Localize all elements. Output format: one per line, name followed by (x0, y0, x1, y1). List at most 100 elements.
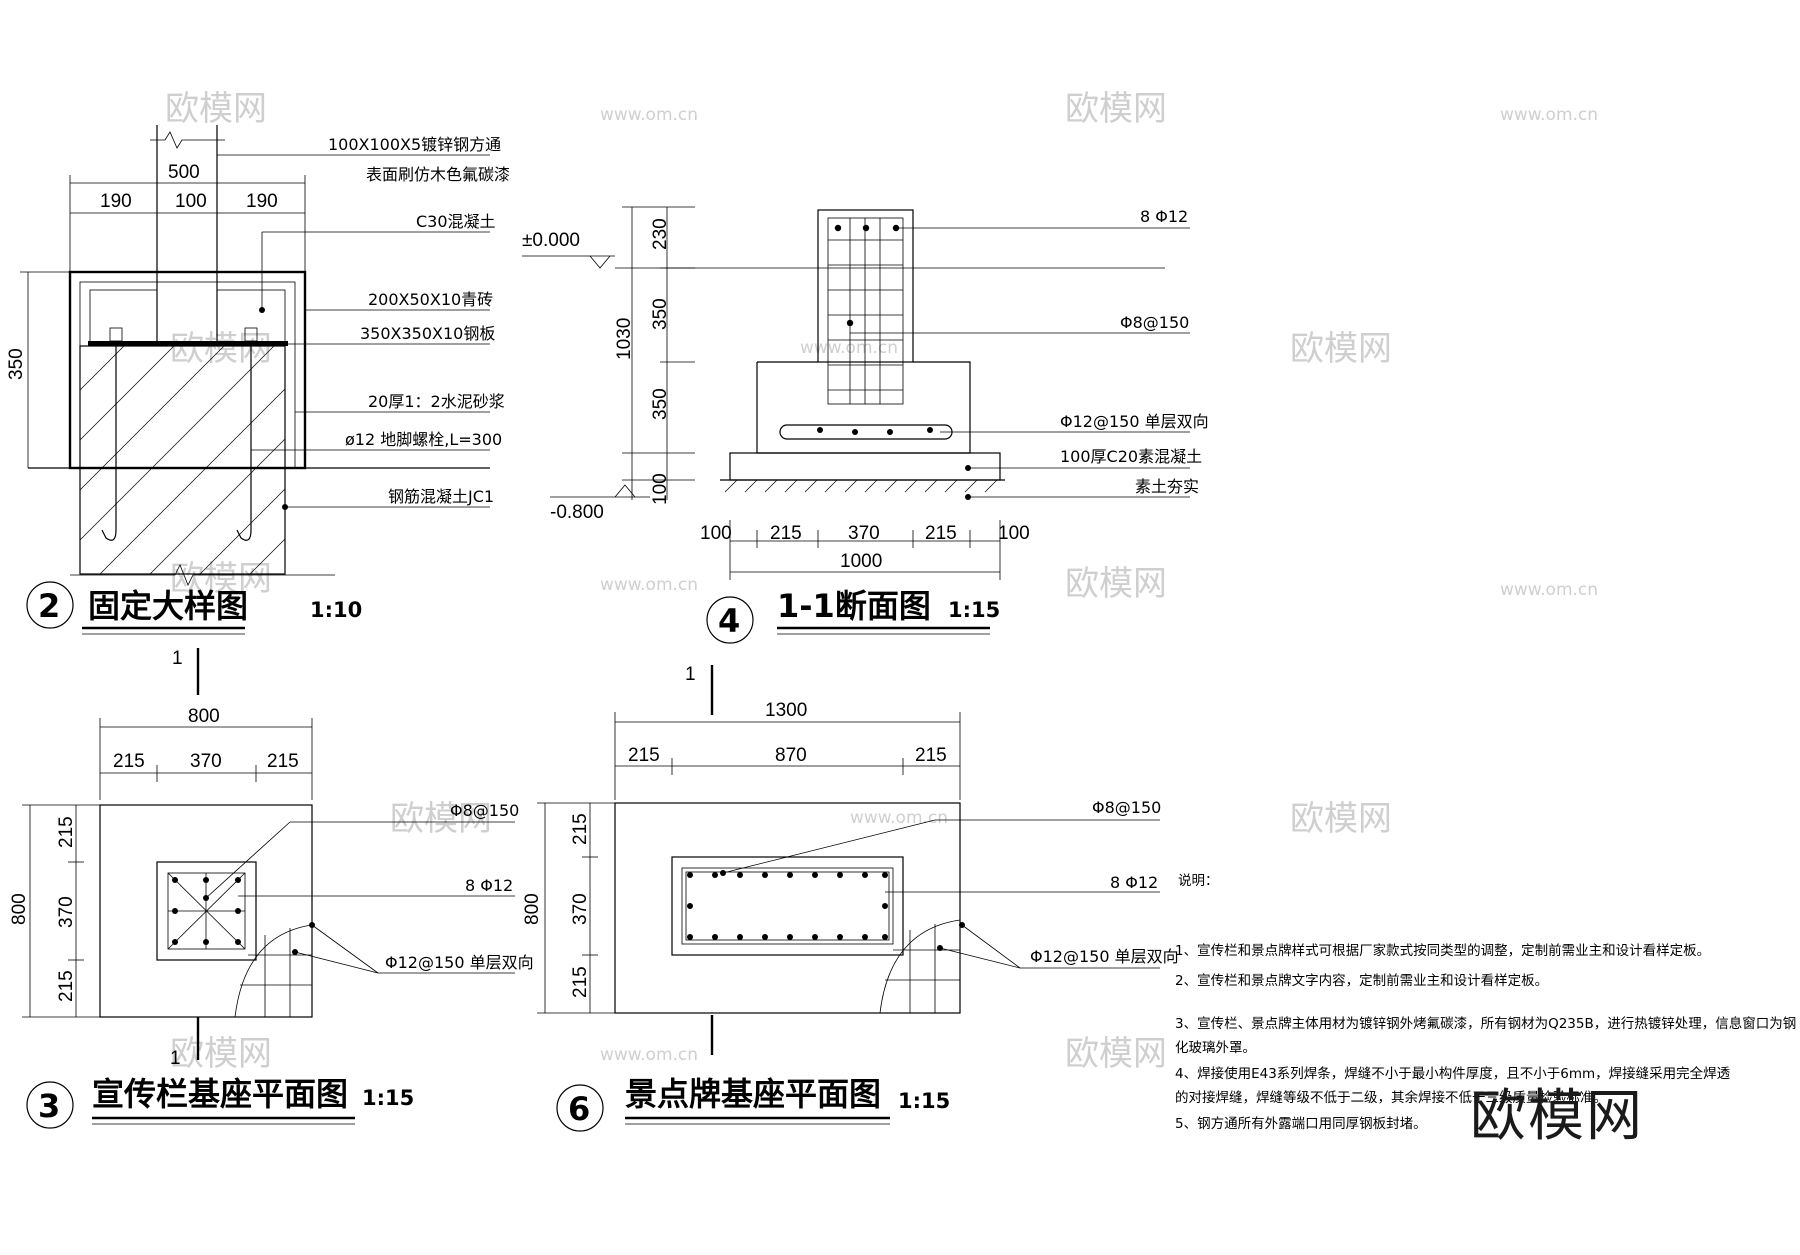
pedestal-outline (156, 861, 257, 961)
watermark-text: 欧模网 (170, 559, 272, 599)
vdim-100: 100 (650, 473, 671, 505)
vdim-2: 215 (570, 966, 591, 998)
hdim-2: 215 (267, 751, 299, 772)
detail-number: 4 (718, 602, 740, 640)
lean-concrete (729, 452, 1001, 481)
brick-outline (68, 270, 307, 470)
label-phi8-150: Φ8@150 (450, 801, 519, 820)
soil-hatch (724, 479, 998, 493)
detail-4-section: ±0.000 -0.800 230 350 350 100 1030 (522, 206, 1209, 644)
watermark-url: www.om.cn (600, 575, 698, 595)
mesh-grid (240, 928, 312, 1017)
vdim-230: 230 (650, 218, 671, 250)
hdim-4: 100 (998, 523, 1030, 544)
tie-lines (167, 872, 246, 950)
detail-scale: 1:15 (898, 1089, 950, 1113)
detail-scale: 1:15 (362, 1086, 414, 1110)
elev-triangle (589, 255, 611, 269)
dim-mid: 100 (175, 191, 207, 212)
detail-number-circle (706, 596, 754, 644)
rebar-dots (687, 872, 888, 940)
leaders (722, 819, 1160, 969)
elevation-top: ±0.000 (522, 230, 580, 251)
leader-dot (720, 870, 726, 876)
watermark-text: 欧模网 (1290, 799, 1392, 839)
watermark-url: www.om.cn (800, 338, 898, 358)
watermark-url: www.om.cn (600, 1045, 698, 1065)
hdim-2: 370 (848, 523, 880, 544)
label-footing: 钢筋混凝土JC1 (388, 487, 494, 506)
htotal: 800 (188, 706, 220, 727)
htotal: 1300 (765, 700, 807, 721)
label-8phi12: 8 Φ12 (1110, 873, 1158, 892)
label-phi12-150: Φ12@150 单层双向 (1030, 947, 1179, 966)
section-mark: 1 (170, 1048, 181, 1069)
label-c30: C30混凝土 (416, 212, 496, 231)
stirrup-inner (685, 871, 890, 941)
hdim-1: 215 (770, 523, 802, 544)
detail-title: 固定大样图 (88, 587, 248, 625)
note-item-4-cont: 的对接焊缝，焊缝等级不低于二级，其余焊接不低于三级质量检验标准。 (1175, 1089, 1607, 1106)
leader-dot (282, 504, 288, 510)
hdim-2: 215 (915, 745, 947, 766)
label-phi8-150: Φ8@150 (1092, 798, 1161, 817)
leader-dot (259, 307, 265, 313)
label-brick: 200X50X10青砖 (368, 290, 493, 309)
watermark-text: 欧模网 (1065, 1034, 1167, 1074)
watermark-text: 欧模网 (1290, 329, 1392, 369)
section-mark: 1 (172, 648, 183, 669)
leader-dot (203, 895, 209, 901)
bottom-rebar (779, 424, 953, 440)
note-item-3: 3、宣传栏、景点牌主体用材为镀锌钢外烤氟碳漆，所有钢材为Q235B，进行热镀锌处… (1175, 1015, 1796, 1032)
detail-scale: 1:15 (948, 598, 1000, 622)
watermark-text: 欧模网 (390, 799, 492, 839)
vdim-0: 215 (56, 816, 77, 848)
mesh-arc (234, 924, 313, 1018)
dim-ticks (614, 712, 961, 800)
watermark-text: 欧模网 (165, 89, 267, 129)
label-steel-tube: 100X100X5镀锌钢方通 (328, 135, 501, 154)
hdim-1: 870 (775, 745, 807, 766)
vdim-350b: 350 (650, 388, 671, 420)
dim-total: 500 (168, 162, 200, 183)
vdim-1: 370 (56, 896, 77, 928)
note-item-5: 5、钢方通所有外露端口用同厚钢板封堵。 (1175, 1116, 1427, 1132)
hdim-3: 215 (925, 523, 957, 544)
mesh-grid (885, 924, 960, 1013)
detail-number-circle (556, 1084, 604, 1132)
detail-3-board-base-plan: 1 1 800 215 370 215 800 215 370 215 (9, 648, 534, 1129)
rebar-dots (172, 877, 241, 945)
label-phi12-150: Φ12@150 单层双向 (385, 953, 534, 972)
nut-right (244, 327, 258, 342)
dim-ticks (537, 802, 615, 1014)
detail-title: 景点牌基座平面图 (625, 1075, 881, 1113)
leaders (205, 821, 515, 974)
stirrup (681, 867, 894, 945)
detail-number-circle (26, 581, 74, 629)
rebar-dots (817, 224, 933, 435)
leader-dot (937, 945, 943, 951)
detail-scale: 1:10 (310, 598, 362, 622)
steel-plate (88, 341, 288, 346)
watermark-url: www.om.cn (1500, 580, 1598, 600)
vdim-total: 1030 (614, 318, 635, 360)
vtotal: 800 (9, 893, 30, 925)
vdim-350a: 350 (650, 298, 671, 330)
dim-right: 190 (246, 191, 278, 212)
vdim-2: 215 (56, 970, 77, 1002)
leader-dot (309, 922, 315, 928)
anchor-bolt-right (236, 342, 252, 541)
detail-number: 6 (568, 1090, 590, 1128)
watermark-layer: 欧模网 www.om.cn 欧模网 www.om.cn 欧模网 www.om.c… (165, 89, 1598, 1074)
dim-height: 350 (6, 348, 27, 380)
detail-number: 2 (38, 587, 60, 625)
detail-6-sign-base-plan: 1 1300 215 870 215 800 215 370 215 (522, 664, 1179, 1132)
detail-title: 1-1断面图 (777, 587, 931, 625)
break-line-top (150, 131, 225, 149)
footing (79, 345, 286, 575)
hdim-0: 215 (628, 745, 660, 766)
elevation-bottom: -0.800 (550, 502, 604, 523)
detail-2-fixing-detail: 500 190 100 190 (6, 125, 510, 635)
label-mortar: 20厚1：2水泥砂浆 (368, 392, 505, 411)
section-mark: 1 (685, 664, 696, 685)
